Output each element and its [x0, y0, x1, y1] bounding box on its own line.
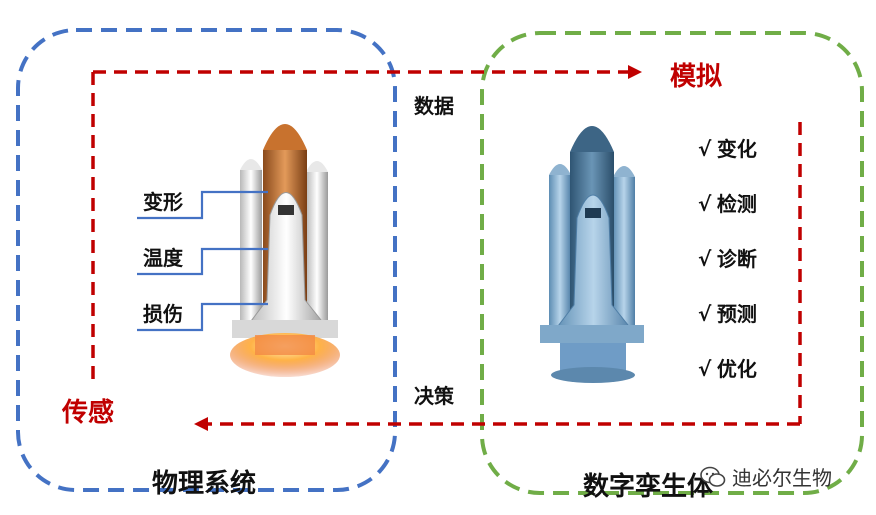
function-item: √ 诊断 — [698, 243, 757, 272]
decision-flow-arrow — [194, 122, 802, 431]
function-item: √ 预测 — [698, 298, 757, 327]
simulate-label: 模拟 — [670, 62, 723, 92]
feature-deformation: 变形 — [143, 190, 183, 214]
check-icon: √ — [698, 357, 712, 381]
check-icon: √ — [698, 302, 712, 326]
physical-system-title: 物理系统 — [152, 469, 257, 499]
decision-label: 决策 — [414, 384, 454, 408]
feature-connectors — [137, 190, 268, 332]
function-prediction: 预测 — [716, 302, 757, 326]
function-optimization: 优化 — [716, 357, 757, 381]
function-change: 变化 — [716, 137, 757, 161]
function-item: √ 变化 — [698, 133, 757, 162]
function-diagnosis: 诊断 — [716, 247, 757, 271]
digital-twin-boundary — [480, 31, 864, 495]
watermark-text: 迪必尔生物 — [732, 466, 832, 490]
feature-temperature: 温度 — [143, 246, 183, 270]
data-label: 数据 — [414, 94, 454, 118]
data-flow-arrow — [91, 65, 642, 385]
check-icon: √ — [698, 137, 712, 161]
physical-rocket — [230, 124, 340, 377]
sense-label: 传感 — [62, 398, 115, 428]
function-item: √ 检测 — [698, 188, 757, 217]
watermark: 迪必尔生物 — [700, 462, 832, 491]
digital-twin-title: 数字孪生体 — [583, 472, 714, 502]
digital-rocket — [540, 126, 644, 383]
function-detection: 检测 — [716, 192, 757, 216]
check-icon: √ — [698, 192, 712, 216]
physical-system-boundary — [16, 28, 397, 492]
function-item: √ 优化 — [698, 353, 757, 382]
check-icon: √ — [698, 247, 712, 271]
wechat-icon — [700, 466, 726, 487]
feature-damage: 损伤 — [143, 302, 183, 326]
